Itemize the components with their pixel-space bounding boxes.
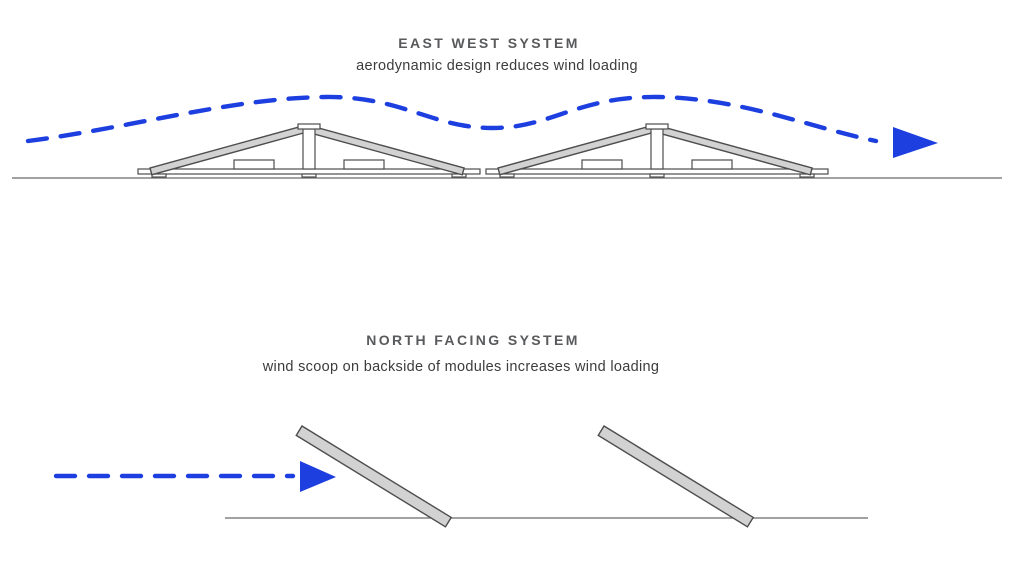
- north-facing-title: NORTH FACING SYSTEM: [366, 332, 580, 348]
- east-west-array-2: [485, 123, 829, 178]
- wind-flow-path-top: [25, 94, 879, 144]
- north-facing-module-2: [597, 425, 755, 528]
- north-facing-module-1: [295, 425, 453, 528]
- north-facing-subtitle: wind scoop on backside of modules increa…: [262, 359, 660, 375]
- wind-arrowhead-bottom: [300, 461, 336, 492]
- east-west-title: EAST WEST SYSTEM: [398, 35, 580, 51]
- east-west-subtitle: aerodynamic design reduces wind loading: [356, 58, 638, 74]
- east-west-array-1: [137, 123, 481, 178]
- wind-arrowhead-top: [893, 127, 938, 158]
